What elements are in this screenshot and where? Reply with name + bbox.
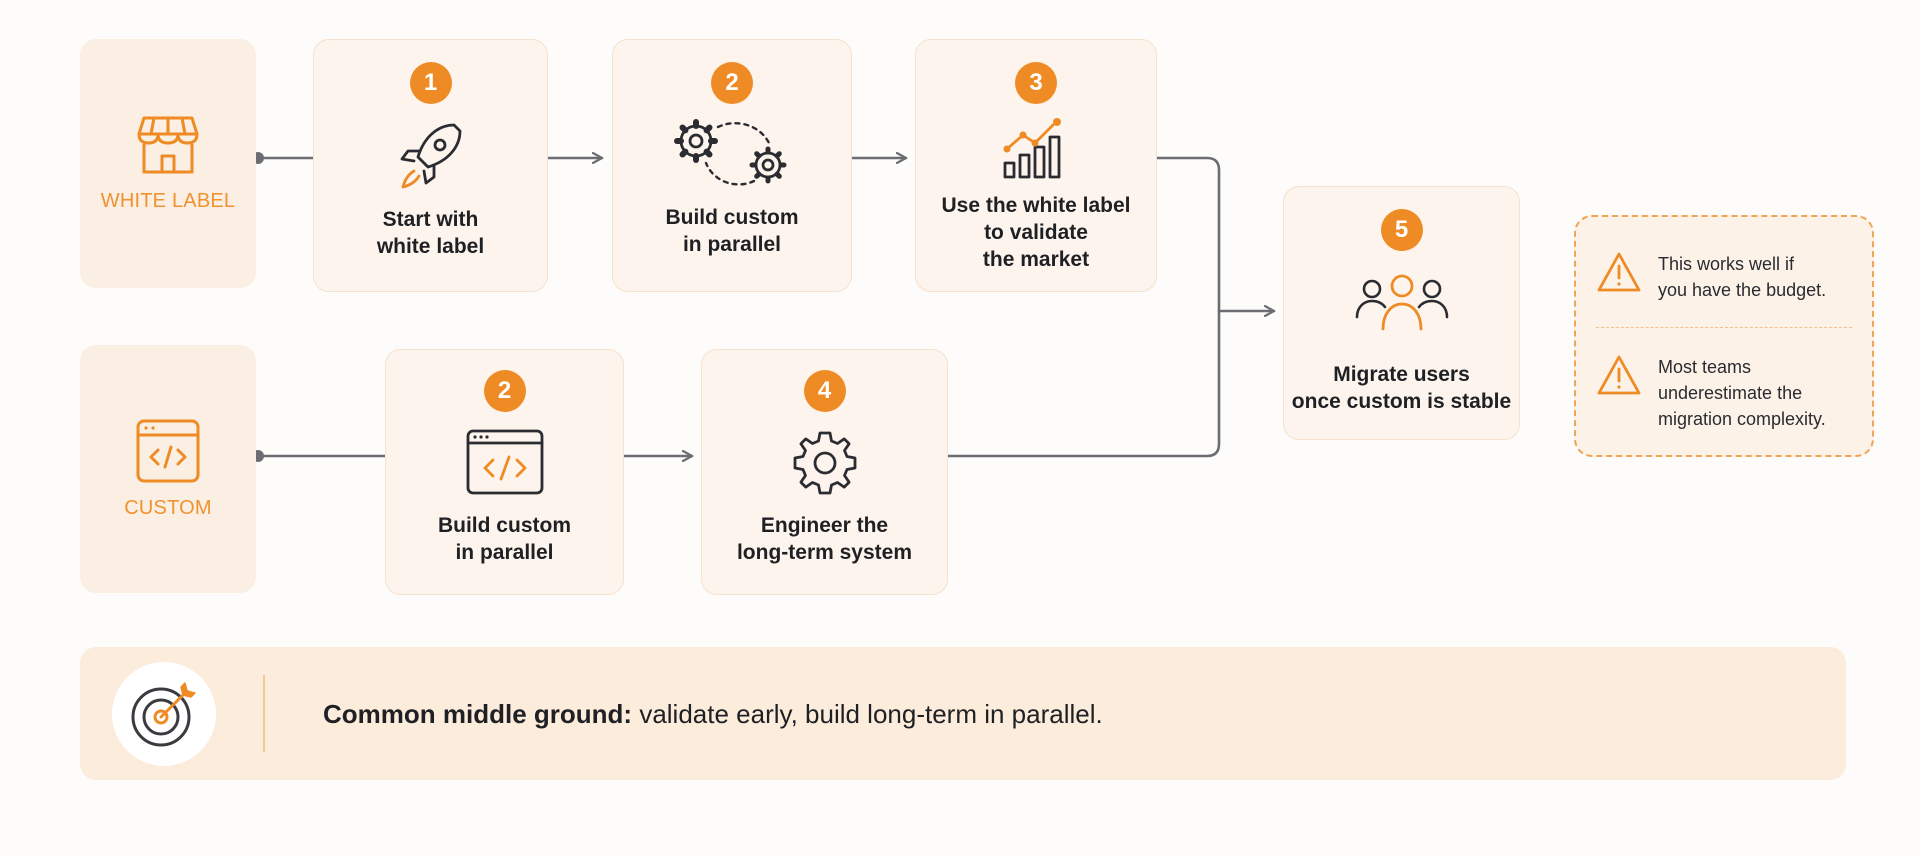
- connector-lines: [252, 152, 1276, 462]
- note-divider: [1596, 327, 1852, 328]
- step-text-3: Use the white label to validate the mark…: [941, 194, 1131, 271]
- growth-chart-icon: [1003, 118, 1061, 179]
- banner-separator: [263, 675, 265, 752]
- step-badge-5: 5: [1380, 209, 1423, 251]
- step-card-2: 2: [612, 39, 852, 292]
- note-budget: This works well if you have the budget.: [1596, 251, 1826, 303]
- lane-label-white-label: WHITE LABEL: [100, 190, 236, 212]
- banner-text: Common middle ground: validate early, bu…: [323, 699, 1103, 730]
- lane-label-custom: CUSTOM: [124, 496, 212, 519]
- target-badge: [112, 662, 216, 766]
- connector-step-3-to-merge: [946, 156, 1221, 458]
- step-card-2b: 2 Build custom in parallel: [385, 349, 624, 595]
- users-icon: [1355, 274, 1448, 331]
- step-card-3: 3 Use the white label to validate the ma…: [915, 39, 1157, 292]
- step-badge-2b: 2: [483, 370, 526, 412]
- step-text-4: Engineer the long-term system: [736, 514, 913, 564]
- notes-callout: This works well if you have the budget. …: [1574, 215, 1874, 457]
- banner-body-text: validate early, build long-term in paral…: [632, 699, 1103, 729]
- step-card-1: 1 Start with white label: [313, 39, 548, 292]
- summary-banner: Common middle ground: validate early, bu…: [80, 647, 1846, 780]
- target-icon: [131, 682, 196, 747]
- step-card-4: 4 Engineer the long-term system: [701, 349, 948, 595]
- lane-custom: CUSTOM: [80, 345, 256, 593]
- banner-bold-text: Common middle ground:: [323, 699, 633, 729]
- step-badge-3: 3: [1015, 62, 1057, 104]
- note-text-budget: This works well if you have the budget.: [1658, 254, 1827, 300]
- rocket-icon: [400, 123, 461, 189]
- code-window-icon: [466, 429, 543, 495]
- step-badge-4: 4: [803, 370, 846, 412]
- step-badge-1: 1: [409, 62, 452, 104]
- step-badge-2: 2: [711, 62, 753, 104]
- warning-icon: [1597, 355, 1641, 395]
- gear-icon: [793, 431, 856, 495]
- code-window-icon: [136, 419, 200, 482]
- step-text-2: Build custom in parallel: [665, 206, 799, 256]
- gears-icon: [674, 119, 787, 186]
- lane-white-label: WHITE LABEL: [80, 39, 256, 288]
- storefront-icon: [137, 116, 199, 174]
- step-text-5: Migrate users once custom is stable: [1291, 363, 1512, 413]
- step-text-1: Start with white label: [376, 208, 485, 258]
- note-complexity: Most teams underestimate the migration c…: [1596, 354, 1826, 432]
- step-card-5: 5 Migrate users once custom is stable: [1283, 186, 1520, 440]
- warning-icon: [1597, 252, 1641, 292]
- note-text-complexity: Most teams underestimate the migration c…: [1658, 357, 1826, 429]
- step-text-2b: Build custom in parallel: [437, 514, 571, 564]
